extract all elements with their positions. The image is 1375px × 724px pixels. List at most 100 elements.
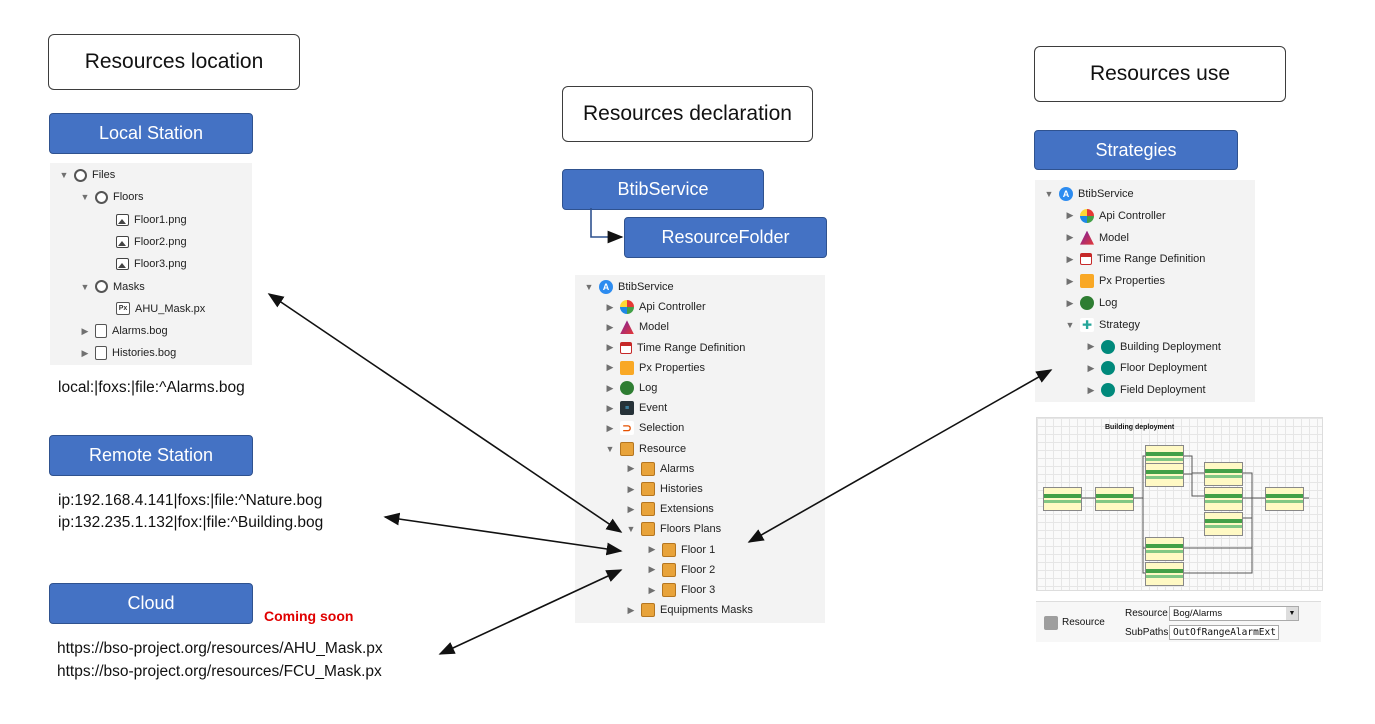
expand-triangle-icon[interactable]: ▶ bbox=[606, 382, 614, 393]
node-step-7 bbox=[1145, 562, 1184, 586]
collapse-triangle-icon[interactable]: ▼ bbox=[584, 282, 594, 292]
expand-triangle-icon[interactable]: ▶ bbox=[606, 422, 614, 433]
file-tree-item-row[interactable]: ▼Floors bbox=[79, 187, 144, 207]
declaration-tree-item-label: Resource bbox=[639, 442, 687, 455]
model-icon bbox=[1080, 230, 1094, 245]
declaration-tree-item-label: Selection bbox=[639, 422, 685, 435]
node-trigger bbox=[1043, 487, 1082, 511]
expand-triangle-icon[interactable]: ▶ bbox=[627, 463, 635, 474]
declaration-tree-item-row[interactable]: ▶Floor 1 bbox=[646, 540, 715, 560]
coming-soon-note: Coming soon bbox=[264, 608, 354, 624]
subpaths-input[interactable]: OutOfRangeAlarmExt bbox=[1169, 625, 1279, 640]
expand-triangle-icon[interactable]: ▶ bbox=[627, 604, 635, 615]
expand-triangle-icon[interactable]: ▶ bbox=[606, 402, 614, 413]
expand-triangle-icon[interactable]: ▶ bbox=[1087, 362, 1095, 373]
expand-triangle-icon[interactable]: ▶ bbox=[606, 342, 614, 353]
file-tree-item-row[interactable]: ▶Alarms.bog bbox=[79, 321, 168, 341]
declaration-tree-item-row[interactable]: ▶ Model bbox=[604, 317, 669, 337]
strategies-label: Strategies bbox=[1034, 130, 1238, 170]
remote-path-1: ip:192.168.4.141|foxs:|file:^Nature.bog bbox=[58, 492, 323, 509]
strategy-tree-item-row[interactable]: ▶ Px Properties bbox=[1064, 271, 1165, 291]
expand-triangle-icon[interactable]: ▶ bbox=[81, 347, 89, 358]
image-icon bbox=[116, 235, 129, 248]
collapse-triangle-icon[interactable]: ▼ bbox=[1044, 189, 1054, 199]
strategy-tree-item-row[interactable]: ▶Building Deployment bbox=[1085, 337, 1221, 357]
declaration-tree-item-label: Equipments Masks bbox=[660, 604, 753, 617]
collapse-triangle-icon[interactable]: ▼ bbox=[59, 170, 69, 180]
resource-field-label: Resource bbox=[1125, 608, 1168, 619]
strategy-tree-item-label: Px Properties bbox=[1099, 275, 1166, 288]
strategy-tree-item-row[interactable]: ▶Model bbox=[1064, 228, 1129, 248]
declaration-tree-item-label: Model bbox=[639, 321, 669, 334]
btib-service-label: BtibService bbox=[562, 169, 764, 210]
declaration-tree-item-row[interactable]: ▶≡Event bbox=[604, 398, 667, 418]
declaration-tree-item-row[interactable]: ▶ Equipments Masks bbox=[625, 600, 753, 620]
declaration-tree-item-row[interactable]: ▶Px Properties bbox=[604, 358, 705, 378]
expand-triangle-icon[interactable]: ▶ bbox=[1066, 297, 1074, 308]
file-tree-item-row[interactable]: ▼Files bbox=[58, 165, 115, 185]
collapse-triangle-icon[interactable]: ▼ bbox=[626, 524, 636, 535]
expand-triangle-icon[interactable]: ▶ bbox=[1066, 210, 1074, 221]
declaration-tree-item-row[interactable]: ▼ Floors Plans bbox=[625, 519, 721, 539]
expand-triangle-icon[interactable]: ▶ bbox=[606, 321, 614, 332]
declaration-tree-item-row[interactable]: ▶Floor 2 bbox=[646, 560, 715, 580]
spacer bbox=[100, 258, 112, 270]
expand-triangle-icon[interactable]: ▶ bbox=[1087, 341, 1095, 352]
file-tree-item-row[interactable]: Floor2.png bbox=[100, 232, 187, 252]
drive-icon bbox=[95, 280, 108, 293]
strategy-tree-item-row[interactable]: ▶Log bbox=[1064, 293, 1117, 313]
expand-triangle-icon[interactable]: ▶ bbox=[1066, 275, 1074, 286]
remote-station-label: Remote Station bbox=[49, 435, 253, 476]
collapse-triangle-icon[interactable]: ▼ bbox=[80, 281, 90, 292]
file-tree-item-row[interactable]: ▼Masks bbox=[79, 277, 145, 297]
expand-triangle-icon[interactable]: ▶ bbox=[81, 325, 89, 336]
chevron-down-icon[interactable]: ▼ bbox=[1286, 607, 1298, 620]
expand-triangle-icon[interactable]: ▶ bbox=[1066, 253, 1074, 264]
spacer bbox=[100, 236, 112, 248]
spacer bbox=[100, 303, 112, 315]
declaration-tree-item-row[interactable]: ▶ Alarms bbox=[625, 459, 694, 479]
px-properties-icon bbox=[620, 360, 634, 375]
declaration-tree-item-row[interactable]: ▶Log bbox=[604, 378, 657, 398]
declaration-tree-item-row[interactable]: ▶⊃Selection bbox=[604, 418, 684, 438]
declaration-tree-item-row[interactable]: ▶Time Range Definition bbox=[604, 338, 745, 358]
resource-select[interactable]: Bog/Alarms ▼ bbox=[1169, 606, 1299, 621]
expand-triangle-icon[interactable]: ▶ bbox=[606, 301, 614, 312]
collapse-triangle-icon[interactable]: ▼ bbox=[80, 192, 90, 203]
strategy-tree-item-row[interactable]: ▶Field Deployment bbox=[1085, 380, 1206, 400]
collapse-triangle-icon[interactable]: ▼ bbox=[1065, 319, 1075, 330]
declaration-tree-item-row[interactable]: ▶Floor 3 bbox=[646, 580, 715, 600]
declaration-tree-item-row[interactable]: ▶Histories bbox=[625, 479, 703, 499]
resource-select-value: Bog/Alarms bbox=[1173, 608, 1223, 619]
expand-triangle-icon[interactable]: ▶ bbox=[627, 503, 635, 514]
folder-icon bbox=[662, 542, 676, 557]
collapse-triangle-icon[interactable]: ▼ bbox=[605, 443, 615, 454]
declaration-tree-item-label: Floors Plans bbox=[660, 523, 722, 536]
file-tree-item-row[interactable]: Floor1.png bbox=[100, 210, 187, 230]
expand-triangle-icon[interactable]: ▶ bbox=[648, 564, 656, 575]
strategy-tree-item-row[interactable]: ▼✚Strategy bbox=[1064, 315, 1140, 335]
file-tree-item-row[interactable]: Floor3.png bbox=[100, 254, 187, 274]
subpaths-label: SubPaths bbox=[1125, 627, 1169, 638]
node-step-4 bbox=[1204, 487, 1243, 511]
file-tree-item-row[interactable]: ▶Histories.bog bbox=[79, 343, 176, 363]
declaration-tree-item-row[interactable]: ▶Api Controller bbox=[604, 297, 706, 317]
strategy-tree-item-row[interactable]: ▶Floor Deployment bbox=[1085, 358, 1207, 378]
declaration-tree-item-row[interactable]: ▼ Resource bbox=[604, 439, 686, 459]
section-title-location: Resources location bbox=[48, 34, 300, 90]
strategy-tree-item-row[interactable]: ▶Api Controller bbox=[1064, 206, 1166, 226]
expand-triangle-icon[interactable]: ▶ bbox=[1087, 384, 1095, 395]
expand-triangle-icon[interactable]: ▶ bbox=[627, 483, 635, 494]
expand-triangle-icon[interactable]: ▶ bbox=[1066, 232, 1074, 243]
expand-triangle-icon[interactable]: ▶ bbox=[648, 544, 656, 555]
cloud-path-1: https://bso-project.org/resources/AHU_Ma… bbox=[57, 640, 383, 657]
declaration-tree-item-label: Alarms bbox=[660, 462, 695, 475]
expand-triangle-icon[interactable]: ▶ bbox=[606, 362, 614, 373]
api-controller-icon bbox=[620, 300, 634, 315]
declaration-tree-item-row[interactable]: ▶Extensions bbox=[625, 499, 714, 519]
expand-triangle-icon[interactable]: ▶ bbox=[648, 584, 656, 595]
strategy-tree-item-row[interactable]: ▶Time Range Definition bbox=[1064, 249, 1205, 269]
